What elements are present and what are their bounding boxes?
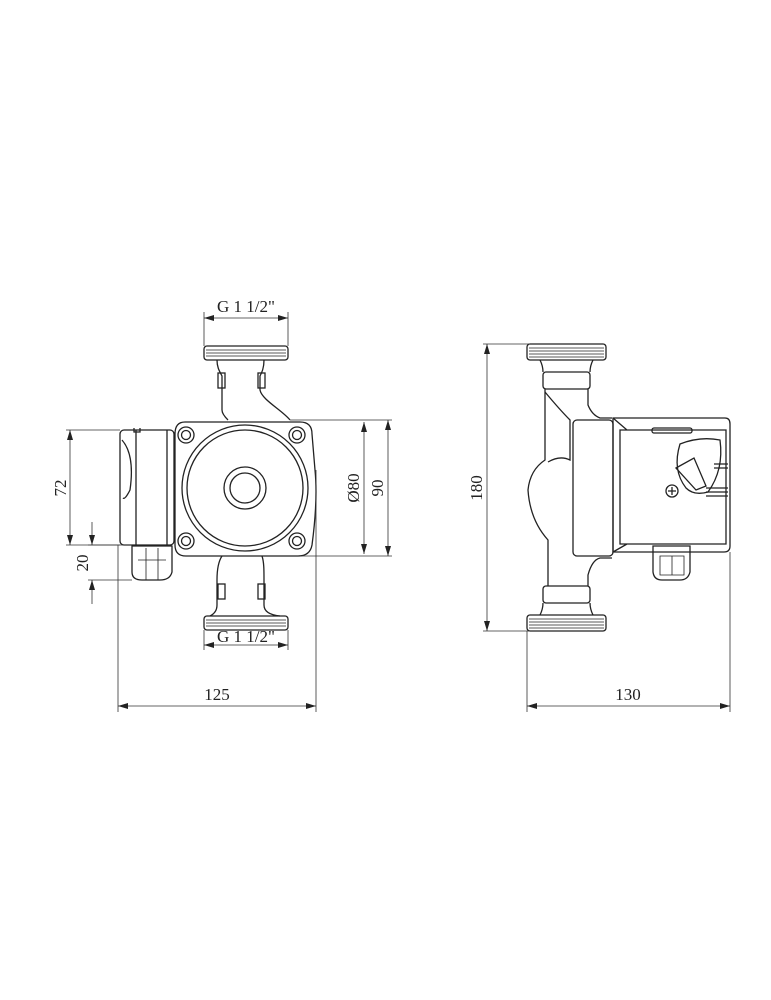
pump-body bbox=[174, 421, 317, 557]
dim-20-label: 20 bbox=[73, 555, 92, 572]
top-thread bbox=[526, 343, 607, 361]
cable-gland bbox=[652, 545, 691, 581]
side-view: 180 130 bbox=[467, 343, 731, 712]
dim-90-label: 90 bbox=[368, 480, 387, 497]
plus-screw-icon bbox=[665, 484, 679, 498]
speed-selector-knob-icon bbox=[676, 438, 722, 494]
thread-top-label: G 1 1/2" bbox=[217, 297, 275, 316]
dim-180-label: 180 bbox=[467, 475, 486, 501]
motor-housing bbox=[612, 417, 731, 553]
bolt-icon bbox=[288, 426, 306, 444]
dim-72: 72 bbox=[51, 429, 120, 546]
dim-130-label: 130 bbox=[615, 685, 641, 704]
dim-thread-top: G 1 1/2" bbox=[203, 297, 289, 346]
dim-125-label: 125 bbox=[204, 685, 230, 704]
dim-80: Ø80 bbox=[290, 419, 392, 557]
thread-bottom-label: G 1 1/2" bbox=[217, 627, 275, 646]
dim-180: 180 bbox=[467, 343, 530, 632]
motor-flange bbox=[572, 419, 614, 557]
terminal-box bbox=[119, 428, 175, 581]
dim-130: 130 bbox=[526, 552, 731, 712]
volute bbox=[527, 389, 549, 586]
dim-thread-bottom: G 1 1/2" bbox=[203, 627, 289, 650]
bottom-thread bbox=[203, 555, 289, 631]
bolt-icon bbox=[288, 532, 306, 550]
dim-diameter-label: Ø80 bbox=[344, 473, 363, 502]
bottom-thread bbox=[526, 614, 607, 632]
dim-20: 20 bbox=[73, 522, 132, 604]
bolt-icon bbox=[177, 426, 195, 444]
dim-72-label: 72 bbox=[51, 480, 70, 497]
dim-125: 125 bbox=[117, 470, 317, 712]
bolt-icon bbox=[177, 532, 195, 550]
top-thread bbox=[203, 345, 291, 421]
dim-90: 90 bbox=[368, 420, 391, 556]
front-view: G 1 1/2" G 1 1/2" 72 20 Ø80 90 bbox=[51, 297, 392, 712]
